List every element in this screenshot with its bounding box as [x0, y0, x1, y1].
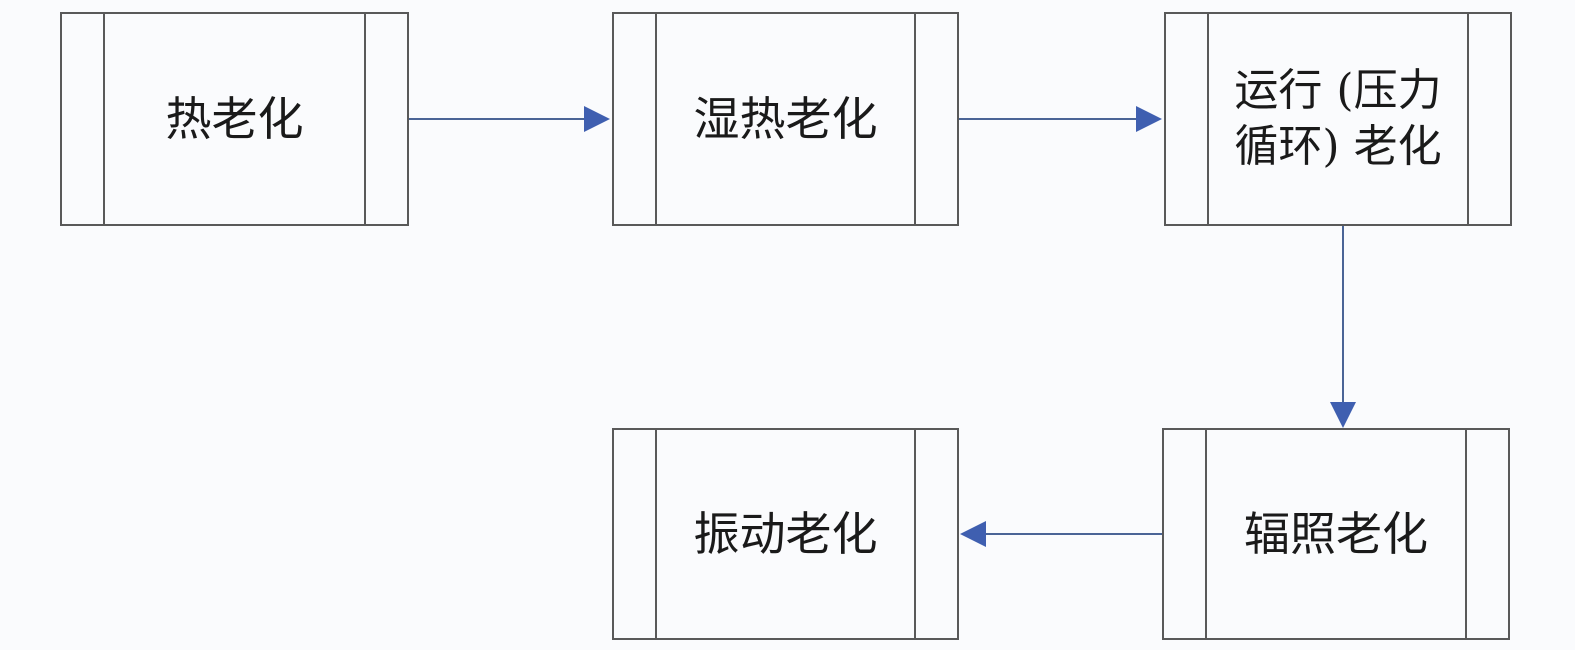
node-heat-aging: 热老化 — [60, 12, 409, 226]
edge-operation-to-irradiation — [1330, 226, 1356, 428]
box-divider-left — [1205, 430, 1207, 638]
box-divider-right — [1465, 430, 1467, 638]
box-divider-right — [914, 14, 916, 224]
node-vibration-aging: 振动老化 — [612, 428, 959, 640]
arrow-head-icon — [960, 521, 986, 547]
node-label: 热老化 — [165, 92, 304, 146]
node-label: 振动老化 — [693, 507, 878, 561]
edge-damp-heat-to-operation — [959, 106, 1162, 132]
node-irradiation-aging: 辐照老化 — [1162, 428, 1510, 640]
box-divider-right — [364, 14, 366, 224]
box-divider-left — [655, 430, 657, 638]
box-divider-left — [655, 14, 657, 224]
node-operation-pressure-cycle-aging: 运行 (压力 循环) 老化 — [1164, 12, 1512, 226]
box-divider-left — [103, 14, 105, 224]
edge-heat-to-damp-heat — [409, 106, 610, 132]
node-label: 湿热老化 — [693, 92, 878, 146]
box-divider-left — [1207, 14, 1209, 224]
node-damp-heat-aging: 湿热老化 — [612, 12, 959, 226]
arrow-head-icon — [1330, 402, 1356, 428]
node-label: 运行 (压力 循环) 老化 — [1234, 65, 1442, 172]
node-label: 辐照老化 — [1244, 507, 1428, 561]
arrow-head-icon — [1136, 106, 1162, 132]
edge-irradiation-to-vibration — [960, 521, 1168, 547]
arrow-head-icon — [584, 106, 610, 132]
box-divider-right — [1467, 14, 1469, 224]
box-divider-right — [914, 430, 916, 638]
